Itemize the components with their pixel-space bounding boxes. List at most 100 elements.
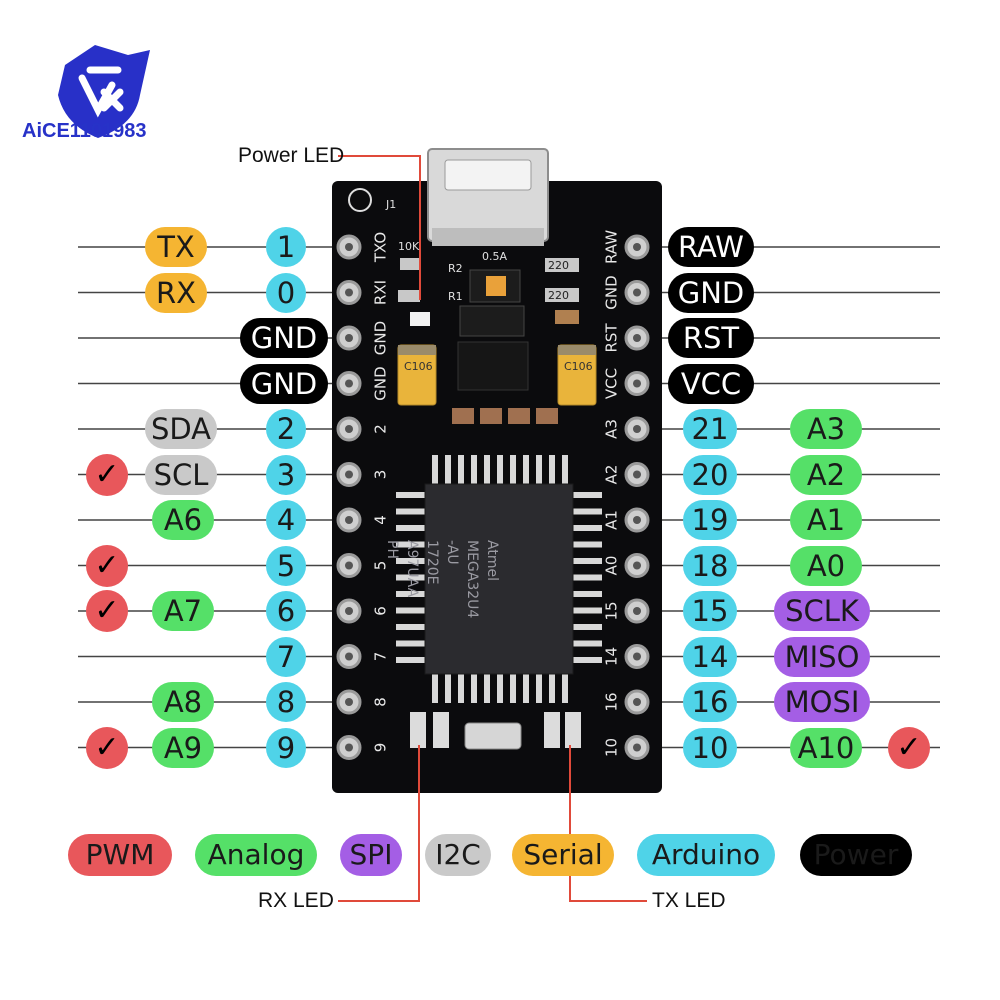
silkscreen-label: 3 — [372, 470, 390, 480]
silkscreen-label: 5 — [372, 561, 390, 571]
pin-function-label: SCL — [145, 454, 217, 495]
mcu-pins — [396, 455, 602, 703]
tx-led-callout: TX LED — [652, 889, 726, 912]
arduino-pin-number: 15 — [683, 591, 737, 631]
resistor-10k — [400, 258, 420, 270]
pwm-check-icon: ✓ — [888, 726, 930, 769]
silkscreen-label: 16 — [603, 692, 621, 711]
arduino-pin-number: 8 — [266, 682, 306, 722]
silkscreen-label: A3 — [603, 419, 621, 439]
pin-function-label: SCLK — [774, 591, 870, 631]
arduino-pin-number: 19 — [683, 500, 737, 540]
arduino-pin-number: 16 — [683, 682, 737, 722]
silkscreen-label: RST — [603, 323, 621, 353]
rx-led-callout-line — [338, 745, 420, 902]
resistor-r2 — [398, 290, 420, 302]
power-led-callout: Power LED — [238, 144, 345, 167]
arduino-pin-number: 10 — [683, 727, 737, 768]
legend-item-arduino: Arduino — [637, 834, 775, 876]
resistor-220-a — [545, 258, 579, 272]
legend-item-serial: Serial — [512, 834, 614, 876]
pwm-check-icon: ✓ — [86, 726, 128, 769]
resistor-rx — [433, 712, 449, 748]
pin-function-label: A1 — [790, 500, 862, 540]
silkscreen-label: RAW — [603, 230, 621, 264]
silkscreen-label: A2 — [603, 465, 621, 485]
silkscreen-label: TXO — [372, 232, 390, 263]
fuse-label: 0.5A — [482, 250, 508, 263]
pin-function-label: A2 — [790, 454, 862, 495]
left-pin-holes — [336, 234, 362, 760]
r220-a-label: 220 — [548, 259, 569, 272]
pin-function-label: A9 — [152, 727, 214, 768]
power-pin-label: GND — [668, 272, 754, 313]
pin-function-label: A7 — [152, 591, 214, 631]
arduino-pin-number: 0 — [266, 272, 306, 313]
pin-function-label: A10 — [790, 727, 862, 768]
arduino-pin-number: 14 — [683, 636, 737, 677]
rx-led — [410, 712, 426, 748]
power-pin-label: GND — [240, 363, 328, 404]
crystal — [464, 722, 522, 750]
silkscreen-label: 14 — [603, 647, 621, 666]
arduino-pin-number: 7 — [266, 636, 306, 677]
j1: J1 — [386, 198, 397, 211]
pwm-check-icon: ✓ — [86, 590, 128, 632]
arduino-pin-number: 4 — [266, 500, 306, 540]
r220-b-label: 220 — [548, 289, 569, 302]
resistor-tx — [544, 712, 560, 748]
silkscreen-label: GND — [603, 275, 621, 309]
arduino-pin-number: 5 — [266, 545, 306, 586]
brand-shield-icon — [58, 45, 150, 138]
power-pin-label: RST — [668, 318, 754, 358]
pwm-check-icon: ✓ — [86, 544, 128, 587]
silkscreen-label: 4 — [372, 515, 390, 525]
chip-marking-line: A97UAA — [404, 540, 420, 598]
usb-base — [432, 228, 544, 246]
rx-led-callout: RX LED — [258, 889, 334, 912]
chip-marking-line: -AU — [444, 540, 460, 565]
legend-item-pwm: PWM — [68, 834, 172, 876]
legend-item-spi: SPI — [340, 834, 402, 876]
cap-right-label: C106 — [564, 360, 593, 373]
pin-function-label: MISO — [774, 636, 870, 677]
arduino-pin-number: 2 — [266, 409, 306, 449]
arduino-pin-number: 6 — [266, 591, 306, 631]
pin-function-label: MOSI — [774, 682, 870, 722]
fuse-marker — [486, 276, 506, 296]
chip-marking-line: PH — [384, 540, 400, 559]
legend-item-analog: Analog — [195, 834, 317, 876]
power-led — [410, 312, 430, 326]
silkscreen-label: A1 — [603, 510, 621, 530]
pin-function-label: A8 — [152, 682, 214, 722]
pin-function-label: TX — [145, 227, 207, 267]
legend-item-i2c: I2C — [425, 834, 491, 876]
arduino-pin-number: 18 — [683, 545, 737, 586]
pin-function-label: RX — [145, 272, 207, 313]
r1-label: R1 — [448, 290, 463, 303]
pin-function-label: A3 — [790, 409, 862, 449]
tx-led-callout-line — [569, 745, 647, 902]
chip-marking-line: 1720E — [424, 540, 440, 585]
pwm-check-icon: ✓ — [86, 453, 128, 496]
arduino-pin-number: 1 — [266, 227, 306, 267]
silkscreen-label: 7 — [372, 652, 390, 662]
silkscreen-label: 6 — [372, 606, 390, 616]
arduino-pin-number: 3 — [266, 454, 306, 495]
silkscreen-label: 15 — [603, 601, 621, 620]
capacitor-small — [555, 310, 579, 324]
mount-hole — [348, 188, 372, 212]
silkscreen-label: GND — [372, 321, 390, 355]
arduino-pin-number: 9 — [266, 727, 306, 768]
cap-left-label: C106 — [404, 360, 433, 373]
power-pin-label: RAW — [668, 227, 754, 267]
pin-function-label: A6 — [152, 500, 214, 540]
resistor-220-b — [545, 288, 579, 302]
voltage-regulator — [457, 341, 529, 391]
right-pin-holes — [624, 234, 650, 760]
silkscreen-label: 9 — [372, 743, 390, 753]
silkscreen-label: GND — [372, 366, 390, 400]
